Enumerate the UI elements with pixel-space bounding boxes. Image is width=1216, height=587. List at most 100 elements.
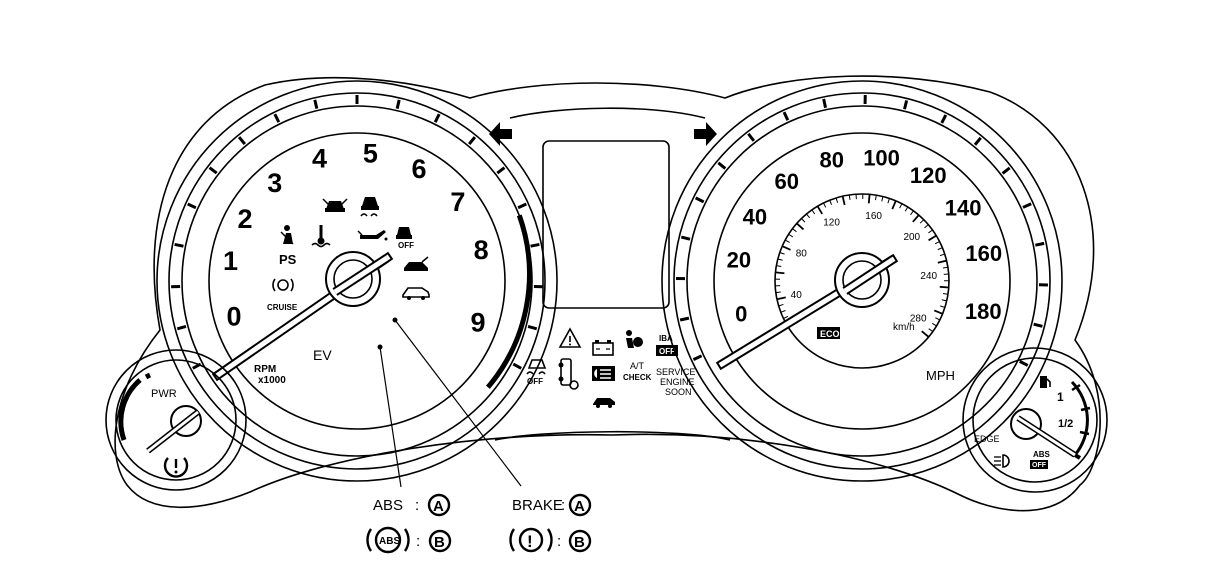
kmh-tick — [836, 198, 837, 203]
mph-number: 100 — [863, 146, 900, 171]
kmh-tick — [910, 211, 913, 215]
vehicle-icon — [403, 288, 429, 300]
tach-tick — [497, 168, 504, 173]
kmh-tick — [780, 253, 785, 255]
security-indicator-icon — [593, 398, 615, 408]
fuel-full-label: 1 — [1057, 390, 1064, 404]
kmh-tick — [928, 230, 932, 233]
kmh-tick — [940, 254, 945, 256]
kmh-tick — [929, 329, 933, 332]
tach-number: 4 — [312, 144, 327, 174]
brake-icon-colon: : — [557, 533, 561, 550]
speedo-tick — [1035, 243, 1044, 245]
kmh-tick — [938, 248, 943, 250]
headlight-indicator — [592, 366, 615, 381]
abs-icon-text: ABS — [379, 536, 400, 547]
kmh-tick — [875, 195, 876, 200]
mph-unit: MPH — [926, 368, 955, 383]
kmh-tick — [934, 310, 942, 313]
kmh-tick — [942, 300, 947, 301]
at-check-indicator: A/T CHECK — [623, 361, 652, 382]
kmh-unit: km/h — [893, 322, 915, 333]
marker-a-brake-text: A — [574, 498, 585, 515]
kmh-tick — [905, 207, 908, 211]
tach-tick — [469, 137, 475, 144]
speedo-tick — [680, 318, 689, 320]
mph-number: 20 — [727, 247, 751, 272]
fuel-pump-icon — [1040, 376, 1050, 388]
kmh-tick — [849, 195, 850, 200]
kmh-tick — [929, 236, 937, 241]
master-warning-icon — [560, 329, 580, 347]
fuel-gauge: 1 1/2 EDGE ABS OFF — [963, 348, 1107, 492]
center-panel: IBA OFF OFF A/T CHECK SERVICE ENGINE SOO… — [489, 122, 717, 408]
tach-tick — [531, 244, 540, 246]
ev-indicator: EV — [313, 347, 332, 363]
marker-b-brake-text: B — [574, 534, 585, 551]
information-display — [543, 141, 669, 308]
speedo-tick — [1034, 324, 1043, 326]
kmh-tick — [781, 310, 786, 312]
kmh-number: 120 — [823, 217, 840, 228]
brake-warning-icon: ! — [510, 529, 551, 551]
kmh-tick — [940, 306, 945, 308]
tach-unit-x1000: x1000 — [258, 375, 286, 386]
tach-number: 0 — [226, 301, 241, 331]
tach-number: 5 — [363, 139, 378, 169]
tach-number: 1 — [223, 246, 238, 276]
tach-redzone — [488, 215, 530, 387]
kmh-number: 200 — [903, 232, 920, 243]
kmh-tick — [920, 220, 924, 224]
tach-tick — [518, 204, 526, 208]
tach-number: 8 — [474, 235, 489, 265]
kmh-number: 240 — [920, 271, 937, 282]
kmh-tick — [789, 234, 793, 237]
tach-unit-rpm: RPM — [254, 364, 276, 375]
front-fog-light-icon — [994, 455, 1009, 467]
speedo-tick — [975, 138, 981, 145]
seatbelt-warning-icon — [281, 225, 293, 244]
speedo-tick — [824, 99, 826, 108]
abs-off-bottom-text: OFF — [1032, 462, 1047, 469]
brake-icon-text: ! — [527, 532, 533, 551]
kmh-tick — [777, 297, 786, 299]
kmh-tick — [924, 225, 928, 228]
power-gauge: PWR — [106, 350, 246, 490]
kmh-tick — [779, 304, 784, 305]
slip-indicator-icon — [361, 197, 379, 216]
mph-number: 120 — [910, 163, 947, 188]
tach-tick — [175, 244, 184, 246]
kmh-tick — [775, 272, 784, 273]
mph-number: 80 — [820, 148, 844, 173]
mph-number: 180 — [965, 299, 1002, 324]
kmh-tick — [935, 318, 939, 320]
kmh-tick — [943, 293, 948, 294]
tire-pressure-icon — [165, 458, 187, 477]
speedo-tick — [748, 134, 753, 141]
vdc-off-icon-center: OFF — [527, 360, 545, 386]
brake-callout-label: BRAKE — [512, 497, 563, 514]
tach-tick — [513, 364, 521, 368]
vdc-off-icon: OFF — [396, 227, 414, 250]
power-label: PWR — [151, 388, 177, 400]
charge-warning-icon — [593, 340, 613, 355]
vdc-off-text: OFF — [398, 241, 414, 250]
speedo-tick — [904, 100, 906, 109]
service-text: SERVICE — [656, 367, 695, 377]
kmh-tick — [882, 197, 883, 202]
speedo-tick — [942, 115, 946, 123]
tach-tick — [397, 100, 399, 109]
brake-leader-line — [395, 320, 521, 486]
kmh-tick — [940, 287, 949, 288]
tach-number: 3 — [267, 168, 282, 198]
kmh-tick — [792, 229, 796, 232]
fuel-scale-arc — [1072, 382, 1087, 455]
tach-tick — [528, 326, 537, 328]
speedo-tick — [693, 356, 701, 360]
marker-b-abs-text: B — [434, 534, 445, 551]
kmh-tick — [824, 203, 826, 207]
kmh-tick — [888, 198, 890, 203]
fuel-half-label: 1/2 — [1058, 418, 1073, 430]
kmh-tick — [801, 219, 804, 223]
